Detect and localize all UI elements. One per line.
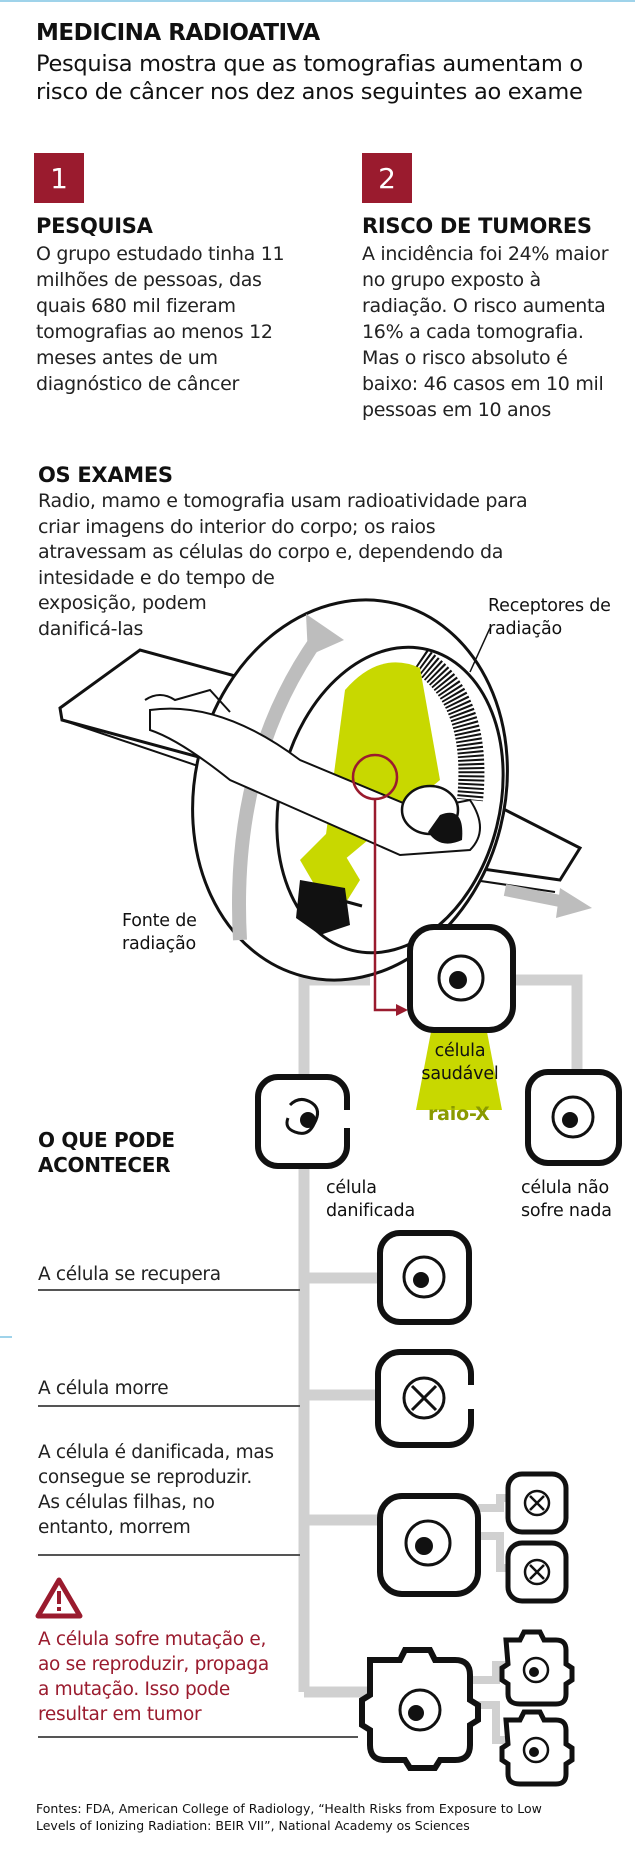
outcome-mutation: A célula sofre mutação e,ao se reproduzi…	[38, 1629, 269, 1725]
recovered-cell-icon	[377, 1230, 472, 1325]
section-2-heading: RISCO DE TUMORES	[362, 214, 592, 238]
unaffected-cell-icon	[525, 1069, 622, 1166]
section-2-number: 2	[362, 153, 412, 203]
exams-heading: OS EXAMES	[38, 463, 173, 487]
top-border	[0, 0, 635, 2]
divider	[38, 1405, 300, 1407]
damaged-cell-icon	[255, 1074, 351, 1169]
page-title: MEDICINA RADIOATIVA	[36, 20, 320, 46]
warning-icon	[35, 1577, 83, 1619]
section-1-number: 1	[34, 153, 84, 203]
mutation-branches	[470, 1494, 508, 1744]
xray-label: raio-X	[428, 1103, 490, 1125]
healthy-cell-group	[407, 924, 516, 1110]
divider	[38, 1736, 358, 1738]
ct-scanner	[58, 598, 592, 1016]
reproducing-cell-icon	[377, 1471, 569, 1604]
outcome-dies: A célula morre	[38, 1378, 169, 1399]
divider	[38, 1554, 300, 1556]
dead-cell-icon	[375, 1349, 476, 1448]
sources-footer: Fontes: FDA, American College of Radiolo…	[36, 1801, 542, 1833]
outcome-recover: A célula se recupera	[38, 1264, 221, 1285]
mutated-cell-icon	[359, 1629, 575, 1787]
page-subtitle: Pesquisa mostra que as tomografias aumen…	[36, 51, 583, 105]
edge-mark	[0, 1336, 12, 1338]
divider	[38, 1289, 300, 1291]
exams-text: Radio, mamo e tomografia usam radioativi…	[38, 490, 528, 640]
section-1-heading: PESQUISA	[36, 214, 153, 238]
